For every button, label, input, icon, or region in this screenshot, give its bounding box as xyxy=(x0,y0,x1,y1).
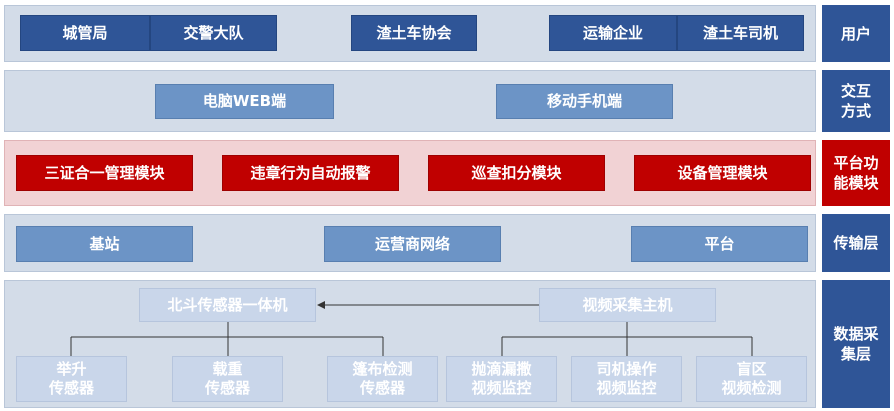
hub-box-beidou-sensor: 北斗传感器一体机 xyxy=(139,288,316,322)
user-box-transport-company: 运输企业 xyxy=(549,15,677,51)
user-layer-label: 用户 xyxy=(822,5,890,62)
transport-layer-label: 传输层 xyxy=(822,214,890,272)
platform-box-inspection-scoring: 巡查扣分模块 xyxy=(428,155,605,191)
platform-box-device-management: 设备管理模块 xyxy=(634,155,811,191)
user-box-truck-association: 渣土车协会 xyxy=(351,15,477,51)
interaction-layer-label: 交互 方式 xyxy=(822,70,890,132)
interaction-box-web: 电脑WEB端 xyxy=(155,84,334,119)
interaction-layer-band xyxy=(4,70,816,132)
platform-layer-label: 平台功 能模块 xyxy=(822,140,890,206)
sensor-box-blindspot-video: 盲区 视频检测 xyxy=(696,356,807,402)
interaction-box-mobile: 移动手机端 xyxy=(496,84,673,119)
platform-box-certificate-management: 三证合一管理模块 xyxy=(16,155,193,191)
sensor-box-tarp: 篷布检测 传感器 xyxy=(327,356,438,402)
sensor-box-spill-video: 抛滴漏撒 视频监控 xyxy=(446,356,557,402)
user-box-truck-driver: 渣土车司机 xyxy=(677,15,804,51)
data-layer-label: 数据采 集层 xyxy=(822,280,890,408)
transport-box-carrier-network: 运营商网络 xyxy=(324,226,501,262)
user-box-traffic-police: 交警大队 xyxy=(150,15,277,51)
platform-box-violation-alarm: 违章行为自动报警 xyxy=(222,155,399,191)
hub-box-video-host: 视频采集主机 xyxy=(539,288,716,322)
user-box-city-management: 城管局 xyxy=(20,15,150,51)
sensor-box-driver-video: 司机操作 视频监控 xyxy=(571,356,682,402)
sensor-box-load: 载重 传感器 xyxy=(172,356,283,402)
transport-box-base-station: 基站 xyxy=(16,226,193,262)
transport-box-platform: 平台 xyxy=(631,226,808,262)
sensor-box-lift: 举升 传感器 xyxy=(16,356,127,402)
